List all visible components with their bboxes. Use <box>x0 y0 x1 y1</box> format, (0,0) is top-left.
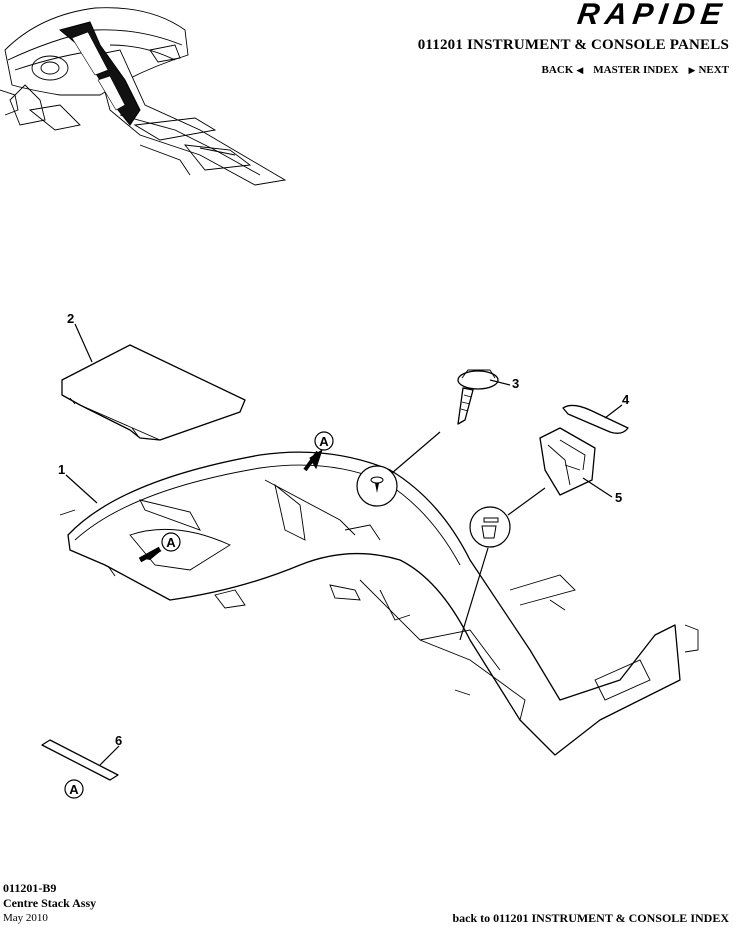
part-2-cover-panel <box>61 344 246 441</box>
view-marker-strip: A <box>64 779 84 799</box>
detail-circle-screw <box>356 431 441 507</box>
callout-6: 6 <box>115 733 122 748</box>
svg-text:A: A <box>319 434 329 449</box>
reference-date: May 2010 <box>3 912 48 924</box>
svg-text:A: A <box>166 535 176 550</box>
location-thumbnail <box>0 7 287 186</box>
detail-circle-clip <box>459 487 546 641</box>
back-link[interactable]: BACK ◀ <box>542 64 584 76</box>
callout-3: 3 <box>512 376 519 391</box>
callout-1: 1 <box>58 462 65 477</box>
svg-text:A: A <box>69 782 79 797</box>
page-title: 011201 INSTRUMENT & CONSOLE PANELS <box>417 37 729 53</box>
master-index-link[interactable]: MASTER INDEX <box>593 64 678 76</box>
reference-block: 011201-B9 Centre Stack Assy May 2010 <box>3 881 96 926</box>
back-label: BACK <box>541 64 574 76</box>
back-to-index-link[interactable]: back to 011201 INSTRUMENT & CONSOLE INDE… <box>452 911 730 925</box>
callout-4: 4 <box>622 392 630 407</box>
part-1-centre-stack <box>59 451 699 756</box>
callout-5: 5 <box>615 490 622 505</box>
brand-logo-text: RAPIDE <box>575 0 729 30</box>
exploded-parts-diagram: 2 1 3 4 5 6 A A A <box>41 311 699 799</box>
next-arrow-icon: ▶ <box>688 64 696 75</box>
next-label: NEXT <box>698 64 729 76</box>
back-arrow-icon: ◀ <box>576 64 584 75</box>
part-3-screw <box>457 369 499 425</box>
reference-name: Centre Stack Assy <box>3 896 97 910</box>
master-index-label: MASTER INDEX <box>593 64 679 76</box>
part-6-adhesive-strip <box>41 739 119 781</box>
next-link[interactable]: ▶ NEXT <box>689 64 729 76</box>
brand-logo: RAPIDE <box>509 0 731 35</box>
reference-code: 011201-B9 <box>3 881 57 895</box>
callout-2: 2 <box>67 311 74 326</box>
view-marker-lower: A <box>161 532 181 552</box>
page-navigation: BACK ◀ MASTER INDEX ▶ NEXT <box>542 64 729 76</box>
part-4-strip <box>562 404 629 434</box>
view-marker-upper: A <box>314 431 334 451</box>
part-5-clip <box>539 427 596 496</box>
